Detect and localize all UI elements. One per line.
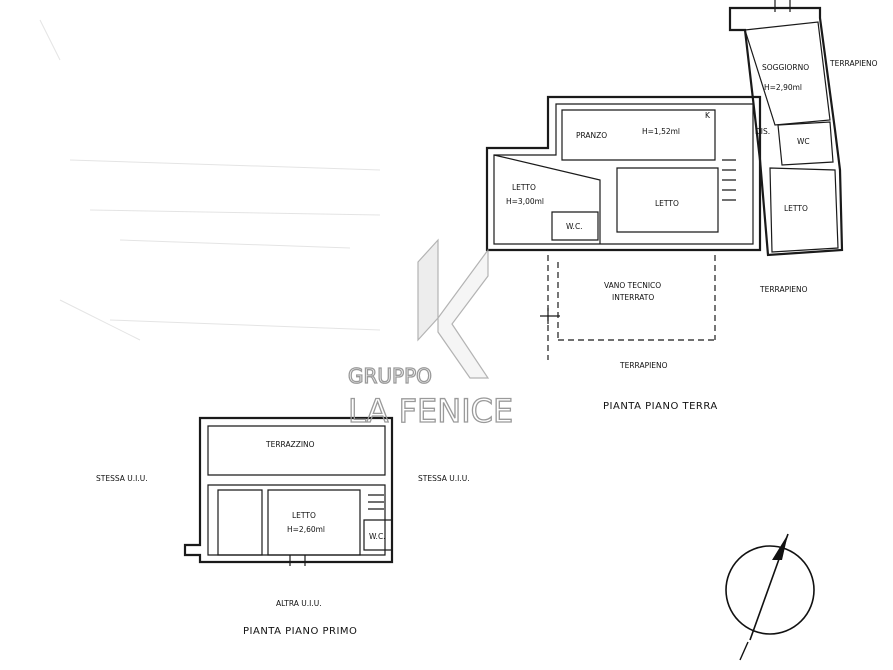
letto-left-partition [493,154,601,244]
letto-left-height: H=3,00ml [506,197,544,206]
north-arrow-icon [725,533,815,661]
terrapieno-top-label: TERRAPIENO [829,59,878,68]
watermark-line2: LA FENICE [348,392,513,430]
scan-residue [39,19,381,341]
ground-floor-outer-wall [485,95,762,252]
vano-tecnico-label-2: INTERRATO [612,293,654,302]
letto-left-label: LETTO [512,183,536,192]
watermark-line1: GRUPPO [348,364,432,388]
vano-tecnico-outline [547,255,716,360]
first-floor-title: PIANTA PIANO PRIMO [243,626,357,637]
ground-floor-plan [485,0,844,360]
terrapieno-bottom-label: TERRAPIENO [619,361,668,370]
wc-left-label: W.C. [566,222,583,231]
stairs [722,159,736,201]
terrazzino-room [207,425,386,476]
pranzo-label: PRANZO [576,131,607,140]
wc-first-floor-label: W.C. [369,532,386,541]
ground-floor-labels: SOGGIORNO H=2,90ml TERRAPIENO PRANZO H=1… [506,59,878,412]
first-floor-inner-wall [207,484,386,556]
ground-floor-title: PIANTA PIANO TERRA [603,401,718,412]
letto-first-floor-height: H=2,60ml [287,525,325,534]
wc-first-floor-room [363,519,393,551]
stylized-k-logo [417,238,490,379]
first-floor-labels: TERRAZZINO LETTO H=2,60ml W.C. STESSA U.… [96,440,470,637]
right-wing-outer-wall [728,6,844,257]
vano-tecnico-marker [540,308,560,324]
letto-center-room [616,167,719,233]
letto-first-floor-label: LETTO [292,511,316,520]
ground-floor-inner-wall [493,103,754,245]
letto-first-floor-room [267,489,361,556]
wc-left-room [551,211,599,241]
letto-center-label: LETTO [655,199,679,208]
wc-right-room [777,121,834,166]
stessa-right-label: STESSA U.I.U. [418,474,470,483]
vano-tecnico-label-1: VANO TECNICO [604,281,661,290]
pranzo-room [561,109,716,161]
stessa-left-label: STESSA U.I.U. [96,474,148,483]
letto-right-label: LETTO [784,204,808,213]
altra-label: ALTRA U.I.U. [276,599,322,608]
terrapieno-right-label: TERRAPIENO [759,285,808,294]
terrazzino-label: TERRAZZINO [265,440,315,449]
soggiorno-room [744,21,831,126]
k-mark: K [705,111,711,120]
soggiorno-height: H=2,90ml [764,83,802,92]
first-floor-outer-wall [183,416,394,564]
right-wing-top-marks [774,0,791,12]
first-floor-plan [183,416,394,566]
first-floor-door-marks [289,555,306,566]
wc-right-label: WC [797,137,810,146]
pranzo-height: H=1,52ml [642,127,680,136]
watermark-logo: GRUPPO LA FENICE [347,238,514,431]
first-floor-side-room [217,489,263,556]
first-floor-stairs [368,494,384,510]
letto-right-room [769,167,839,253]
soggiorno-label: SOGGIORNO [762,63,809,72]
dis-label: DIS. [755,127,770,136]
